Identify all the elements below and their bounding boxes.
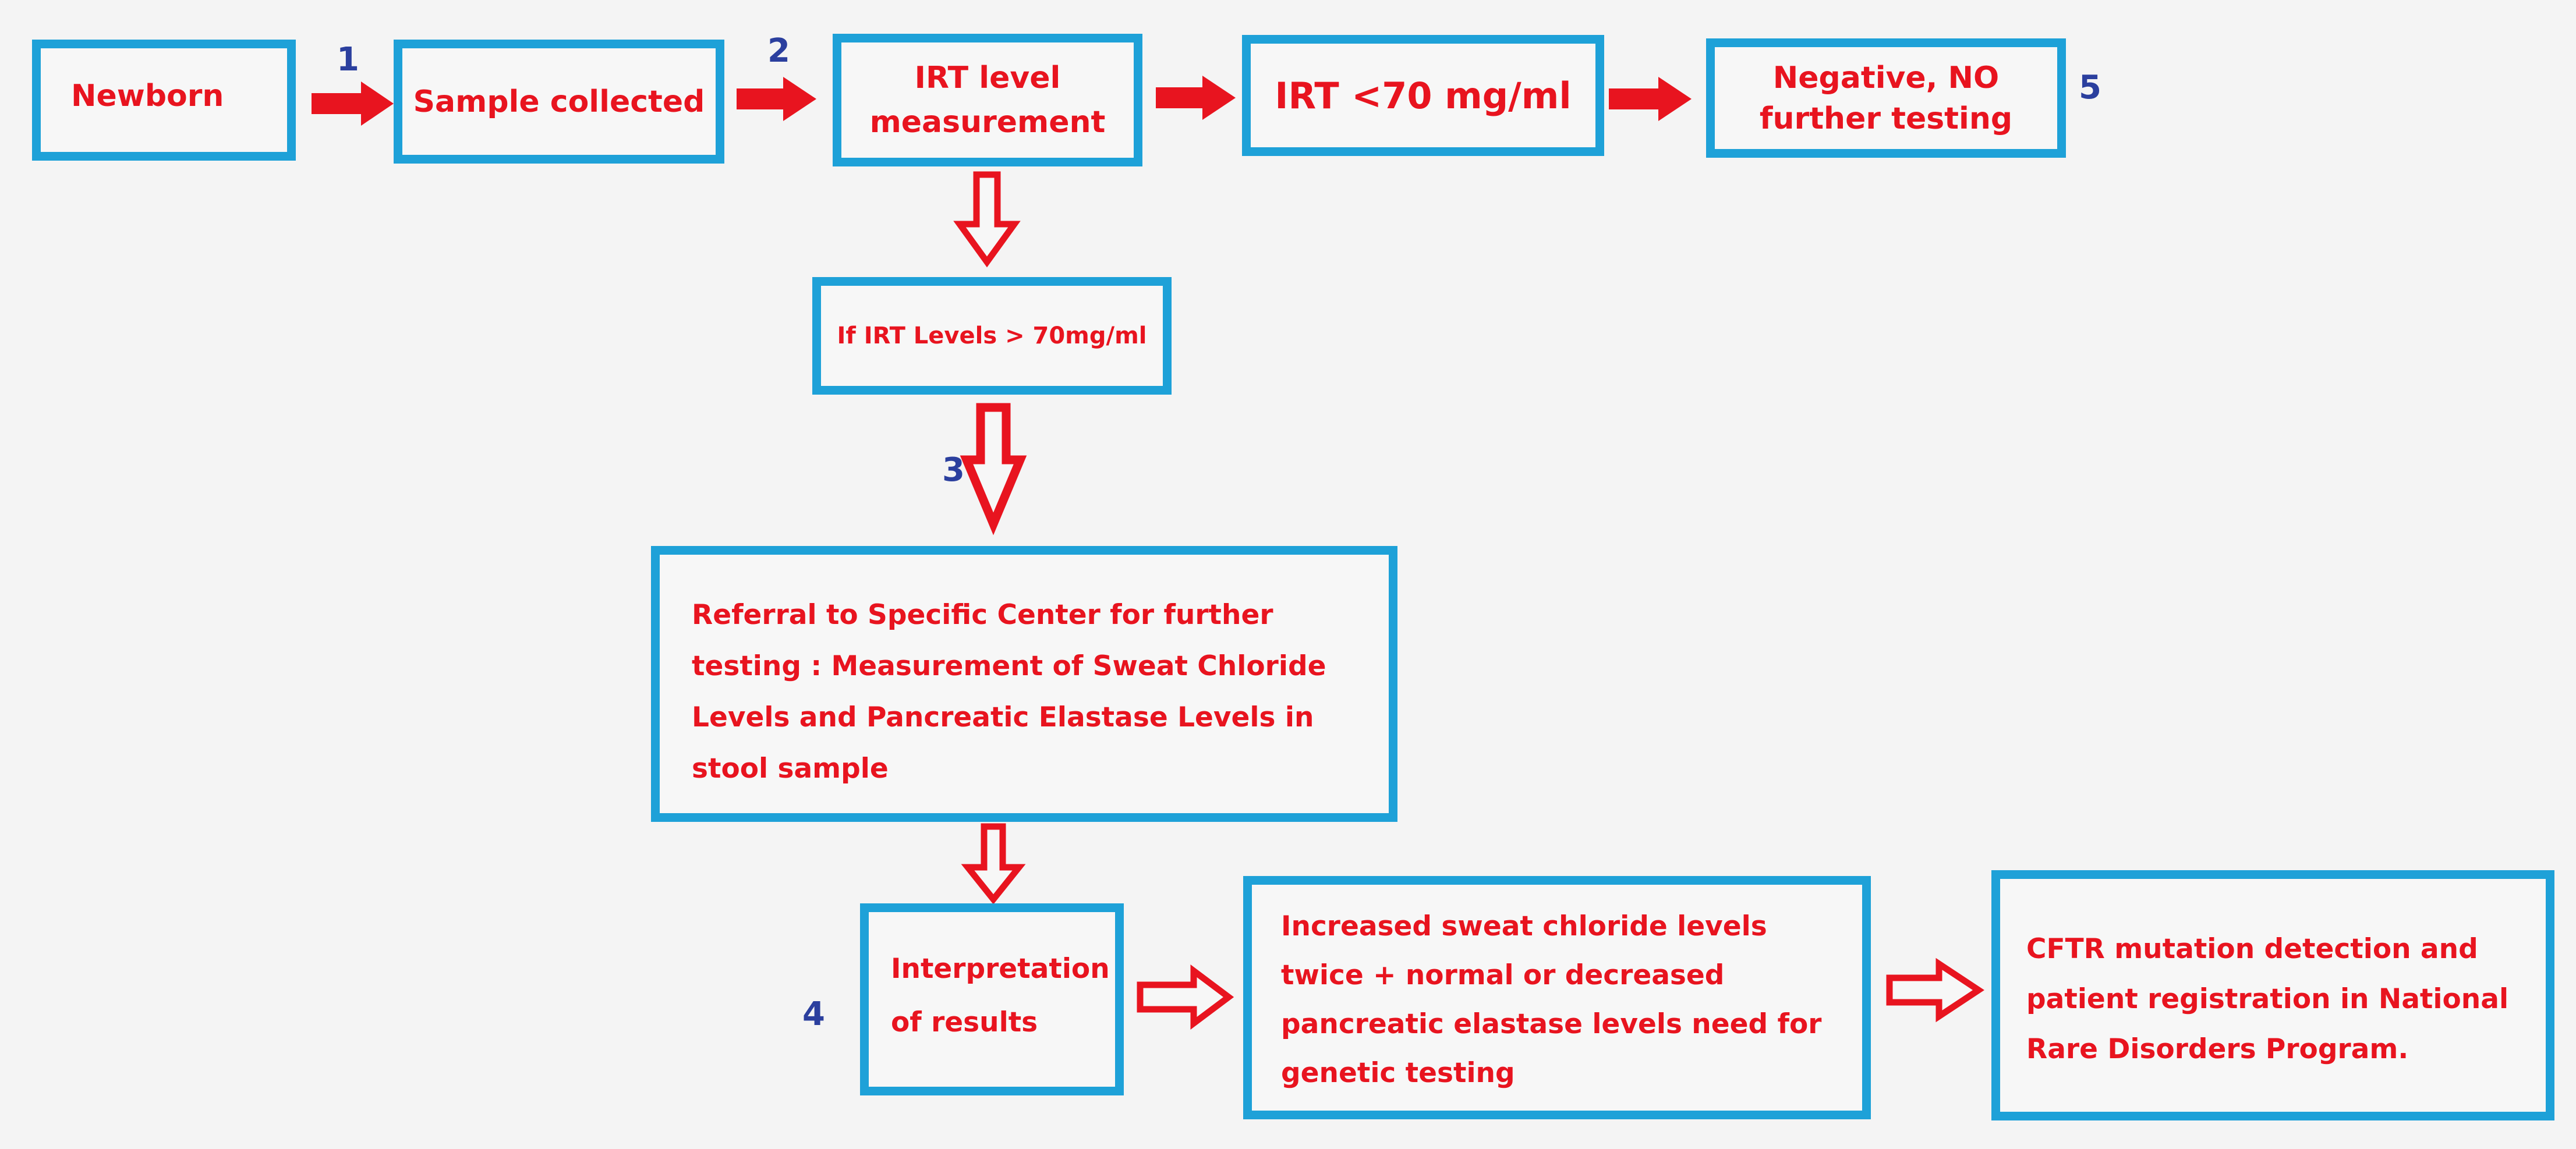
arrow-high-to-referral — [960, 403, 1027, 536]
arrow-sample-to-irt — [737, 77, 816, 121]
node-newborn: Newborn — [32, 40, 296, 161]
arrow-newborn-to-sample — [312, 81, 394, 126]
node-negative: Negative, NO further testing — [1706, 38, 2066, 158]
step-number-1: 1 — [337, 41, 359, 79]
arrow-low-to-negative — [1609, 77, 1692, 121]
step-number-5: 5 — [2079, 69, 2101, 107]
node-sample-collected-label: Sample collected — [413, 84, 705, 119]
node-irt-high: If IRT Levels > 70mg/ml — [812, 277, 1172, 395]
node-irt-high-label: If IRT Levels > 70mg/ml — [837, 322, 1147, 349]
node-referral-label: Referral to Specific Center for further … — [692, 599, 1326, 785]
node-irt-low: IRT <70 mg/ml — [1242, 35, 1604, 156]
node-irt-low-label: IRT <70 mg/ml — [1275, 74, 1572, 117]
arrow-increased-to-cftr — [1886, 958, 1984, 1023]
arrow-referral-to-interpretation — [961, 823, 1026, 905]
node-irt-measurement: IRT level measurement — [833, 34, 1142, 166]
node-increased: Increased sweat chloride levels twice + … — [1243, 876, 1871, 1119]
node-interpretation: Interpretation of results — [860, 903, 1124, 1095]
arrow-irt-to-low — [1156, 76, 1236, 120]
node-interpretation-label: Interpretation of results — [891, 953, 1110, 1038]
node-increased-label: Increased sweat chloride levels twice + … — [1281, 910, 1822, 1089]
node-cftr: CFTR mutation detection and patient regi… — [1991, 870, 2554, 1120]
arrow-interpretation-to-increased — [1137, 964, 1234, 1030]
arrow-irt-to-high — [953, 171, 1021, 268]
node-cftr-label: CFTR mutation detection and patient regi… — [2026, 933, 2509, 1065]
step-number-2: 2 — [767, 32, 790, 70]
node-sample-collected: Sample collected — [394, 40, 724, 164]
step-number-4: 4 — [802, 995, 825, 1033]
node-newborn-label: Newborn — [71, 79, 224, 114]
node-negative-label: Negative, NO further testing — [1759, 60, 2013, 136]
step-number-3: 3 — [942, 451, 965, 489]
node-irt-measurement-label: IRT level measurement — [869, 61, 1106, 140]
node-referral: Referral to Specific Center for further … — [651, 546, 1397, 822]
